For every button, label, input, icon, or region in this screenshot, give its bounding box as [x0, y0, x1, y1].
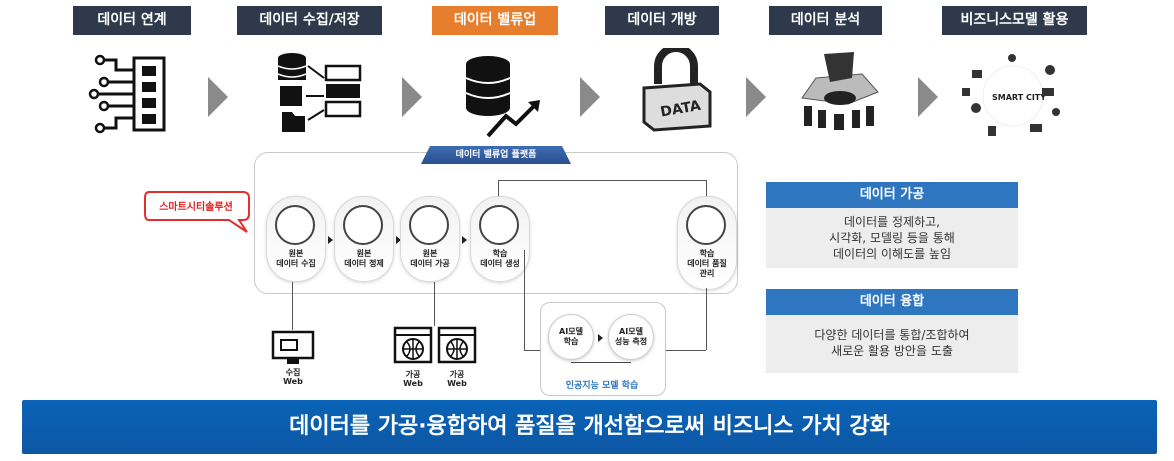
chevron-right-icon	[918, 77, 938, 117]
platform-title: 데이터 밸류업 플랫폼	[421, 146, 571, 164]
connector-line	[292, 282, 293, 330]
connector-line	[706, 180, 707, 196]
database-gear-icon	[409, 205, 449, 245]
arrow-right-icon	[328, 236, 333, 244]
step-label-5: 데이터 분석	[769, 6, 882, 35]
arrow-right-icon	[598, 334, 603, 342]
connector-line	[660, 350, 706, 351]
smart-city-label: SMART CITY	[992, 93, 1046, 102]
quality-report-icon	[686, 205, 726, 245]
connector-line	[524, 250, 525, 350]
connector-line	[434, 282, 435, 326]
smart-city-callout	[144, 191, 250, 233]
padlock-text: DATA	[659, 98, 702, 121]
document-upload-icon	[275, 205, 315, 245]
circuit-chip-icon	[88, 54, 166, 134]
connector-line	[498, 180, 706, 181]
web-source-label: 가공 Web	[403, 370, 423, 388]
node-training-gen: 학습 데이터 생성	[470, 196, 530, 282]
info-body-processing: 데이터를 정제하고, 시각화, 모델링 등을 통해 데이터의 이해도를 높임	[766, 208, 1018, 268]
connector-line	[571, 362, 631, 363]
city-analysis-icon	[801, 52, 879, 130]
step-label-2: 데이터 수집/저장	[237, 6, 382, 35]
info-title-fusion: 데이터 융합	[766, 289, 1018, 315]
callout-label: 스마트시티솔루션	[159, 202, 233, 213]
chevron-right-icon	[402, 77, 422, 117]
database-icon	[343, 205, 383, 245]
node-raw-collect: 원본 데이터 수집	[266, 196, 326, 282]
ai-eval-node: AI모델 성능 측정	[608, 314, 654, 360]
node-raw-process: 원본 데이터 가공	[400, 196, 460, 282]
node-training-quality: 학습 데이터 품질 관리	[677, 196, 737, 290]
data-padlock-icon: DATA	[642, 48, 712, 132]
ai-box-title: 인공지능 모델 학습	[565, 381, 639, 391]
web-source-label: 가공 Web	[447, 370, 467, 388]
connector-line	[524, 350, 546, 351]
smart-city-icon: SMART CITY	[962, 54, 1060, 136]
monitor-icon	[271, 330, 315, 364]
connector-line	[706, 288, 707, 350]
connector-line	[498, 180, 499, 196]
step-label-6: 비즈니스모델 활용	[942, 6, 1087, 35]
database-server-icon	[277, 53, 362, 132]
database-growth-icon	[465, 56, 540, 138]
step-label-4: 데이터 개방	[605, 6, 719, 35]
web-globe-icon	[393, 326, 433, 364]
summary-banner: 데이터를 가공·융합하여 품질을 개선함으로써 비즈니스 가치 강화	[22, 400, 1157, 454]
web-source-label: 수집 Web	[283, 368, 303, 386]
info-body-fusion: 다양한 데이터를 통합/조합하여 새로운 활용 방안을 도출	[766, 315, 1018, 373]
chevron-right-icon	[208, 77, 228, 117]
chevron-right-icon	[746, 77, 766, 117]
info-title-processing: 데이터 가공	[766, 182, 1018, 208]
arrow-right-icon	[396, 236, 401, 244]
arrow-right-icon	[462, 236, 467, 244]
node-raw-clean: 원본 데이터 정제	[334, 196, 394, 282]
ai-train-node: AI모델 학습	[548, 314, 594, 360]
web-globe-icon	[437, 326, 477, 364]
step-label-3: 데이터 밸류업	[432, 6, 558, 35]
step-label-1: 데이터 연계	[73, 6, 191, 35]
chart-icon	[479, 205, 519, 245]
chevron-right-icon	[580, 77, 600, 117]
